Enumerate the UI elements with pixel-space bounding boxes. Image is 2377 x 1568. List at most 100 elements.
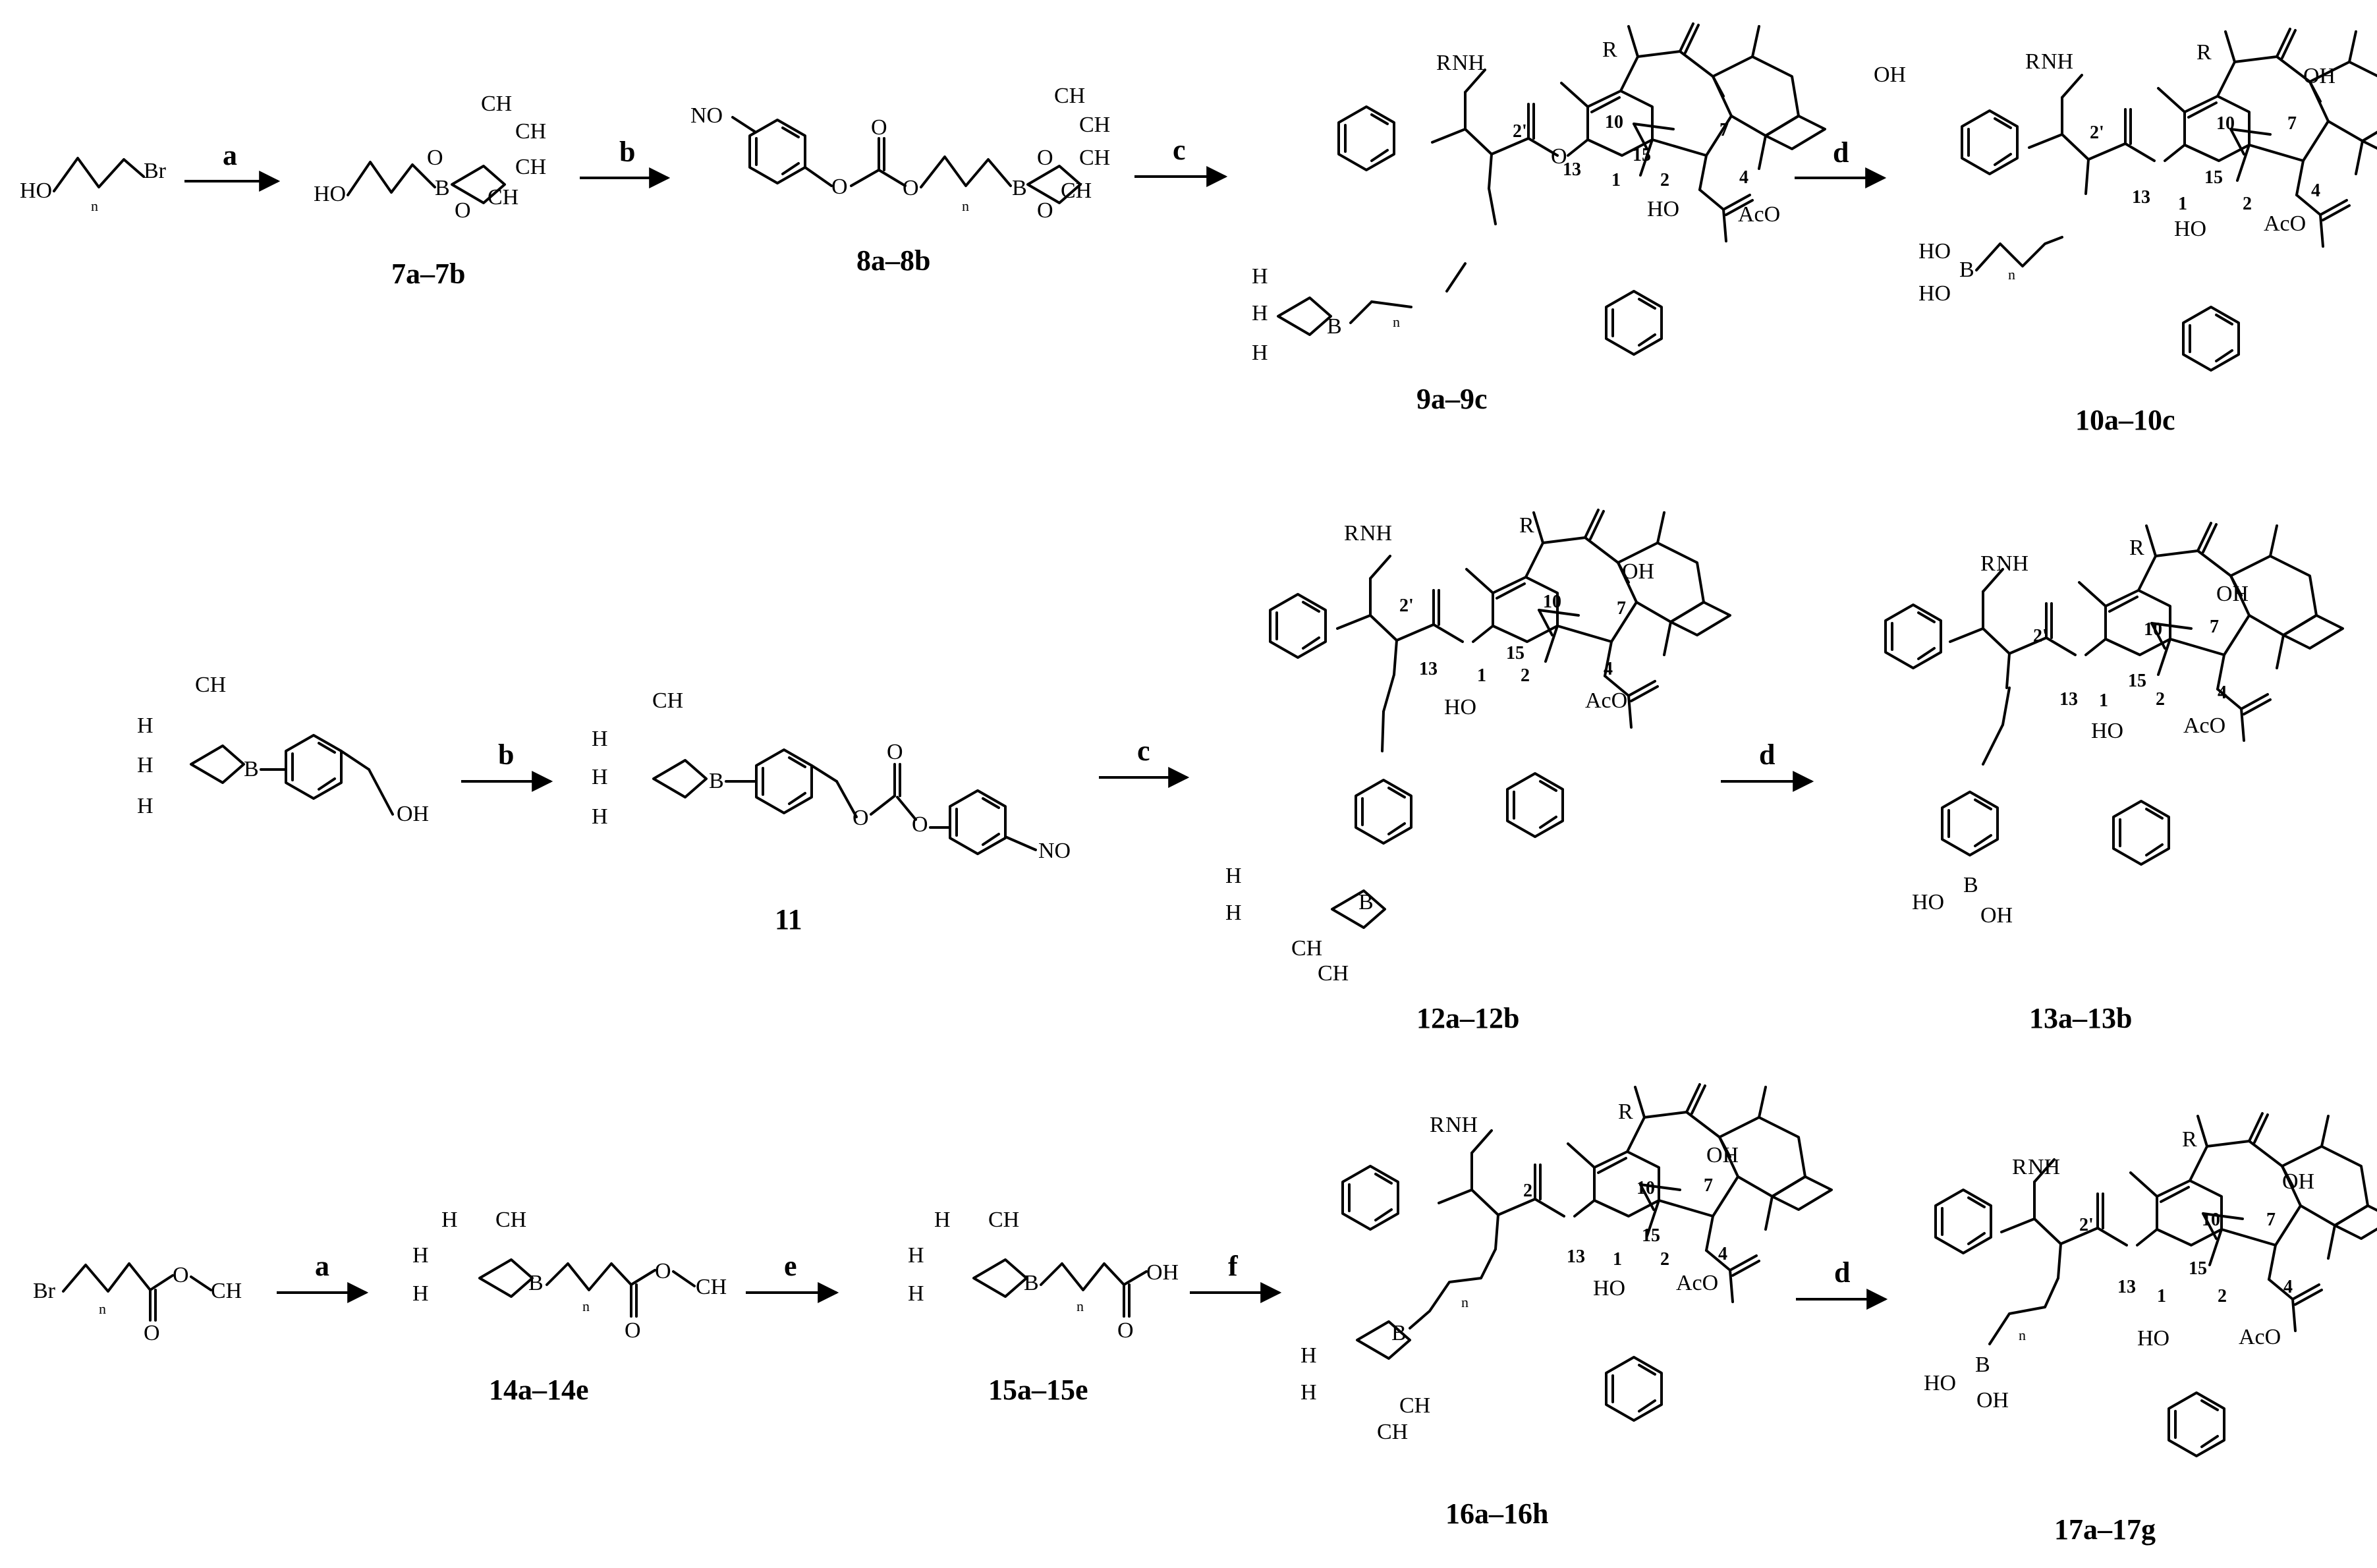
row-1: HO Br n a HO B O O CH CH CH CH 7a–7b b xyxy=(20,22,2377,436)
atom-OH: OH xyxy=(1622,559,1654,584)
atom-CH3: CH xyxy=(988,1208,1019,1232)
position-15: 15 xyxy=(1506,643,1524,663)
atom-H3C: H xyxy=(137,714,154,738)
atom-OH: OH xyxy=(1980,903,2013,928)
atom-NH: NH xyxy=(1360,521,1392,546)
position-4: 4 xyxy=(2283,1277,2293,1297)
atom-B: B xyxy=(1012,176,1027,200)
atom-R: R xyxy=(1618,1100,1633,1124)
reagent-label-b: b xyxy=(498,739,514,771)
subscript-n: n xyxy=(1077,1298,1084,1314)
position-10: 10 xyxy=(1636,1178,1655,1198)
position-10: 10 xyxy=(2202,1210,2220,1230)
compound-label-7: 7a–7b xyxy=(391,258,465,290)
position-7: 7 xyxy=(1704,1175,1713,1196)
compound-label-10: 10a–10c xyxy=(2075,404,2175,436)
position-4: 4 xyxy=(2218,683,2227,703)
reagent-label-d: d xyxy=(1834,1256,1850,1289)
atom-CH3: CH xyxy=(488,185,518,210)
atom-H3C: H xyxy=(137,753,154,777)
atom-H3C: H xyxy=(441,1208,458,1232)
atom-B: B xyxy=(1975,1353,1990,1377)
position-7: 7 xyxy=(1720,120,1729,140)
position-2p: 2' xyxy=(2033,626,2048,646)
position-2p: 2' xyxy=(2090,123,2104,143)
atom-O: O xyxy=(655,1259,671,1283)
atom-H3C: H xyxy=(1252,301,1268,325)
compound-label-8: 8a–8b xyxy=(856,244,930,277)
atom-H3C: H xyxy=(908,1243,924,1268)
atom-HO: HO xyxy=(1918,281,1951,306)
reagent-label-b: b xyxy=(619,136,635,168)
arrow-c: c xyxy=(1099,735,1190,788)
reagent-label-e: e xyxy=(784,1250,797,1282)
compound-7: HO B O O CH CH CH CH 7a–7b xyxy=(314,92,546,290)
compound-8: NO O O O B O O CH CH CH CH n 8a–8b xyxy=(690,84,1110,277)
reagent-label-a: a xyxy=(315,1250,329,1282)
position-2: 2 xyxy=(2243,194,2252,214)
position-10: 10 xyxy=(2216,113,2235,134)
atom-H3C: H xyxy=(592,727,608,751)
atom-OH: OH xyxy=(2216,582,2249,606)
atom-H3C: H xyxy=(934,1208,951,1232)
arrow-b: b xyxy=(580,136,671,188)
atom-NH: NH xyxy=(1452,51,1484,75)
atom-OH: OH xyxy=(397,802,429,826)
atom-O: O xyxy=(853,806,869,830)
atom-CH3: CH xyxy=(652,688,683,713)
atom-H3C: H xyxy=(592,804,608,829)
atom-HO: HO xyxy=(1593,1276,1625,1301)
atom-B: B xyxy=(435,176,450,200)
atom-H3C: H xyxy=(137,794,154,818)
row-2: H H H CH B OH b H H H CH B xyxy=(137,509,2344,1034)
atom-NH: NH xyxy=(1445,1113,1478,1137)
atom-AcO: AcO xyxy=(2183,714,2225,738)
atom-CH3: CH xyxy=(1318,961,1349,986)
position-2: 2 xyxy=(2156,689,2165,710)
atom-OH: OH xyxy=(1874,63,1906,87)
position-10: 10 xyxy=(2144,619,2162,640)
atom-H3C: H xyxy=(412,1281,429,1306)
atom-R: R xyxy=(2196,40,2212,65)
atom-R: R xyxy=(2012,1155,2027,1179)
arrow-a: a xyxy=(277,1250,369,1303)
compound-label-11: 11 xyxy=(775,903,802,936)
arrow-a: a xyxy=(184,139,281,192)
subscript-n: n xyxy=(99,1301,106,1317)
atom-Br: Br xyxy=(144,159,167,183)
compound-11: H H H CH B O O O NO 11 xyxy=(592,688,1071,936)
atom-R: R xyxy=(1436,51,1451,75)
arrow-f: f xyxy=(1190,1250,1282,1303)
reagent-label-d: d xyxy=(1833,136,1849,169)
atom-B: B xyxy=(1327,314,1342,339)
atom-O: O xyxy=(173,1263,189,1287)
atom-H3C: H xyxy=(1300,1380,1317,1405)
arrow-d: d xyxy=(1795,136,1887,188)
atom-R: R xyxy=(1344,521,1359,546)
atom-H3C: H xyxy=(592,765,608,789)
atom-O: O xyxy=(912,812,928,837)
compound-16: R NH R OH HO AcO 10 7 13 2' 15 1 2 4 B H… xyxy=(1300,1083,1833,1530)
atom-HO: HO xyxy=(2174,217,2206,241)
atom-O: O xyxy=(887,740,903,764)
compound-label-17: 17a–17g xyxy=(2054,1513,2156,1546)
atom-R: R xyxy=(1519,513,1534,538)
atom-HO: HO xyxy=(314,182,346,206)
compound-17: R NH R OH HO AcO 10 7 13 2' 15 1 2 4 B H… xyxy=(1924,1112,2377,1546)
atom-B: B xyxy=(709,769,724,793)
atom-R: R xyxy=(2025,49,2040,74)
atom-OH: OH xyxy=(1976,1388,2009,1413)
atom-H3C: H xyxy=(412,1243,429,1268)
position-15: 15 xyxy=(1642,1225,1660,1246)
atom-CH3: CH xyxy=(515,155,546,179)
position-13: 13 xyxy=(1419,659,1438,679)
arrow-d: d xyxy=(1721,739,1814,792)
position-4: 4 xyxy=(1604,659,1613,679)
atom-O: O xyxy=(625,1318,641,1343)
atom-AcO: AcO xyxy=(1738,202,1780,227)
compound-12: R NH R OH HO AcO 10 7 13 2' 15 1 2 4 B H… xyxy=(1225,509,1731,1034)
atom-H3C: H xyxy=(1252,341,1268,365)
atom-AcO: AcO xyxy=(1585,688,1627,713)
position-1: 1 xyxy=(2099,690,2108,711)
compound-label-16: 16a–16h xyxy=(1445,1498,1548,1530)
